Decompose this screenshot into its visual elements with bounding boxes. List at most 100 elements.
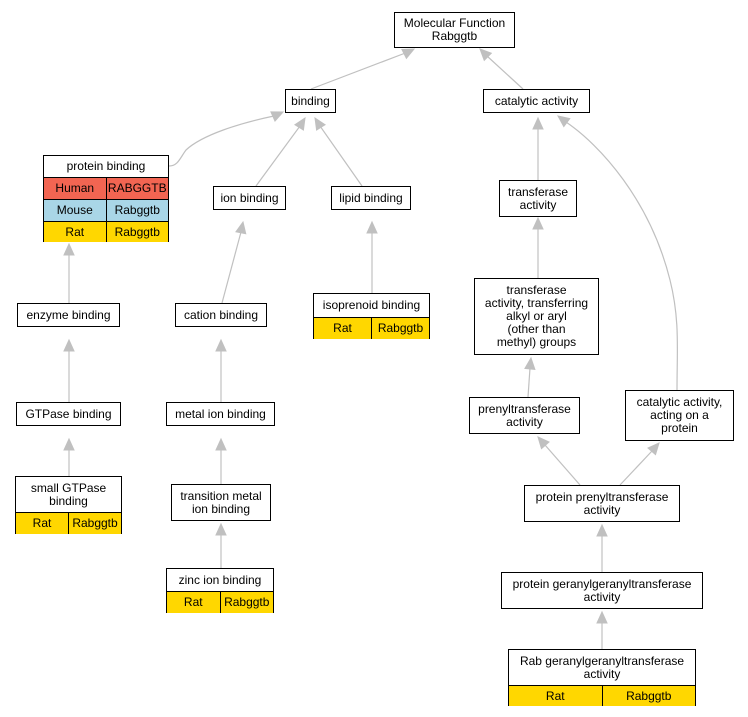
edge-gtpase-to-enzyme [63, 338, 75, 402]
species-cell: Mouse [56, 203, 93, 217]
edge-cation-to-ionbinding [221, 220, 247, 304]
node-label: catalytic activity, acting on a protein [636, 395, 723, 435]
node-protein-binding[interactable]: protein binding Human RABGGTB Mouse Rabg… [43, 155, 169, 242]
species-cell: Rat [183, 595, 203, 609]
node-transition-metal-ion-binding[interactable]: transition metal ion binding [171, 484, 271, 521]
arrowhead [63, 437, 75, 451]
node-prenyltransferase-activity[interactable]: prenyltransferase activity [469, 397, 580, 434]
gene-cell: Rabggtb [371, 318, 429, 339]
node-protein-geranylgeranyltransferase-activity[interactable]: protein geranylgeranyltransferase activi… [501, 572, 703, 609]
node-label: metal ion binding [175, 406, 266, 421]
arrowhead [314, 116, 326, 131]
node-label: Molecular Function Rabggtb [403, 16, 506, 43]
node-molecular-function[interactable]: Molecular Function Rabggtb [394, 12, 515, 48]
edge-proteinprenyl-to-catprot [619, 442, 660, 486]
arrowhead [215, 437, 227, 451]
arrowhead [63, 242, 75, 256]
edge-ionbinding-to-binding [255, 116, 306, 187]
edge-isoprenoid-to-lipid [366, 220, 378, 293]
gene-cell: Rabggtb [219, 592, 274, 613]
edge-metal-to-cation [215, 338, 227, 402]
edge-proteinbinding-to-binding [168, 111, 285, 167]
node-label: lipid binding [339, 190, 403, 205]
annotation-row-rat: Rat Rabggtb [167, 591, 273, 613]
node-label: Rab geranylgeranyltransferase activity [519, 653, 685, 681]
node-protein-prenyltransferase-activity[interactable]: protein prenyltransferase activity [524, 485, 680, 522]
arrowhead [479, 48, 493, 62]
node-catalytic-activity[interactable]: catalytic activity [483, 89, 590, 113]
node-label: catalytic activity [494, 93, 579, 108]
node-label: enzyme binding [26, 307, 111, 322]
gene-cell: Rabggtb [601, 686, 696, 706]
arrowhead [557, 115, 571, 128]
edge-proteinprenyl-to-prenyl [537, 436, 581, 486]
node-lipid-binding[interactable]: lipid binding [331, 186, 411, 210]
edge-catalytic-to-mf [479, 48, 524, 90]
arrowhead [537, 436, 550, 450]
arrowhead [63, 338, 75, 352]
node-label: protein geranylgeranyltransferase activi… [512, 576, 692, 604]
node-label: protein binding [66, 159, 146, 173]
arrowhead [647, 442, 660, 456]
species-cell: Human [55, 181, 95, 195]
node-cation-binding[interactable]: cation binding [175, 303, 267, 327]
arrowhead [235, 220, 247, 235]
gene-cell: Rabggtb [68, 513, 121, 534]
arrowhead [532, 216, 544, 230]
edge-binding-to-mf [310, 48, 416, 90]
arrowhead [532, 116, 544, 130]
arrowhead [270, 111, 285, 122]
arrowhead [524, 356, 536, 371]
gene-cell: Rabggtb [105, 222, 169, 242]
edge-proteinggt-to-proteinprenyl [596, 523, 608, 572]
node-catalytic-acting-on-protein[interactable]: catalytic activity, acting on a protein [625, 390, 734, 441]
arrowhead [596, 523, 608, 537]
node-label: protein prenyltransferase activity [535, 489, 669, 517]
arrowhead [596, 610, 608, 624]
node-metal-ion-binding[interactable]: metal ion binding [166, 402, 275, 426]
node-label: transition metal ion binding [180, 488, 262, 516]
node-isoprenoid-binding[interactable]: isoprenoid binding Rat Rabggtb [313, 293, 430, 339]
edge-catprotein-to-catalytic [557, 115, 679, 391]
node-label: zinc ion binding [178, 572, 262, 587]
edge-transition-to-metal [215, 437, 227, 484]
node-ion-binding[interactable]: ion binding [213, 186, 286, 210]
node-small-gtpase-binding[interactable]: small GTPase binding Rat Rabggtb [15, 476, 122, 534]
species-cell: Rat [32, 516, 52, 530]
edge-smallgtpase-to-gtpase [63, 437, 75, 476]
edge-alkyl-to-transferase [532, 216, 544, 278]
edge-zinc-to-transition [215, 522, 227, 568]
node-binding[interactable]: binding [285, 89, 336, 113]
node-label: isoprenoid binding [322, 298, 421, 312]
node-label: cation binding [183, 307, 259, 322]
gene-cell: RABGGTB [105, 178, 169, 199]
node-label: transferase activity [507, 184, 569, 212]
arrowhead [401, 48, 416, 60]
edge-transferase-to-catalytic [532, 116, 544, 180]
species-cell: Rat [65, 224, 85, 239]
species-cell: Rat [545, 688, 565, 703]
node-transferase-activity[interactable]: transferase activity [499, 180, 577, 217]
species-cell: Rat [333, 321, 352, 335]
node-label: ion binding [220, 190, 279, 205]
annotation-row-mouse: Mouse Rabggtb [44, 199, 168, 221]
edge-lipidbinding-to-binding [314, 116, 363, 187]
node-label: binding [291, 93, 330, 108]
annotation-row-rat: Rat Rabggtb [509, 685, 695, 706]
annotation-row-rat: Rat Rabggtb [314, 317, 429, 339]
node-label: GTPase binding [25, 406, 112, 421]
node-label: prenyltransferase activity [478, 401, 571, 429]
node-enzyme-binding[interactable]: enzyme binding [17, 303, 120, 327]
arrowhead [215, 522, 227, 536]
arrowhead [294, 116, 306, 131]
node-transferase-alkyl-aryl[interactable]: transferase activity, transferring alkyl… [474, 278, 599, 355]
node-label: small GTPase binding [30, 480, 107, 508]
node-zinc-ion-binding[interactable]: zinc ion binding Rat Rabggtb [166, 568, 274, 613]
node-rab-geranylgeranyltransferase-activity[interactable]: Rab geranylgeranyltransferase activity R… [508, 649, 696, 706]
node-label: transferase activity, transferring alkyl… [484, 283, 589, 349]
annotation-row-rat: Rat Rabggtb [44, 221, 168, 242]
edge-rabggt-to-proteinggt [596, 610, 608, 649]
node-gtpase-binding[interactable]: GTPase binding [16, 402, 121, 426]
arrowhead [215, 338, 227, 352]
